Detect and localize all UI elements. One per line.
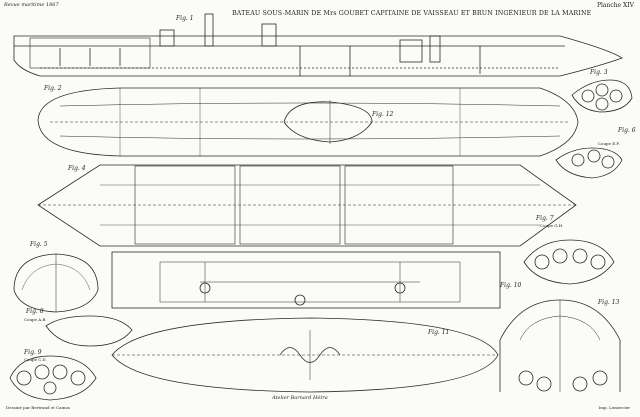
battery-cluster-drawing: [9, 355, 97, 401]
half-section-drawing: [45, 315, 133, 347]
engraver-credit: Dessiné par Bertrand et Camus: [6, 405, 70, 410]
figure-label: Fig. 2: [44, 85, 62, 92]
battery-cluster-drawing: [518, 370, 608, 392]
machinery-elevation-drawing: [111, 251, 501, 309]
figure-label: Fig. 3: [590, 69, 608, 76]
plate-title: BATEAU SOUS-MARIN DE Mrs GOUBET CAPITAIN…: [232, 10, 592, 17]
section-caption: Coupe G.H.: [540, 223, 564, 228]
printer-credit: Imp. Lemercier: [598, 405, 630, 410]
battery-cluster-drawing: [555, 147, 623, 179]
figure-label: Fig. 13: [598, 299, 620, 306]
figure-label: Fig. 11: [428, 329, 450, 336]
longitudinal-section-drawing: [13, 13, 623, 77]
figure-label: Fig. 7: [536, 215, 554, 222]
section-caption: Coupe E.F.: [598, 141, 620, 146]
figure-label: Fig. 6: [618, 127, 636, 134]
midship-section-drawing: [13, 253, 99, 313]
hull-underbody-drawing: [111, 317, 499, 393]
figure-label: Fig. 8: [26, 308, 44, 315]
transverse-section-drawing: [499, 299, 621, 392]
plan-view-drawing: [37, 164, 577, 247]
figure-label: Fig. 4: [68, 165, 86, 172]
battery-cluster-drawing: [523, 239, 615, 285]
plate-number: Planche XIV: [596, 2, 634, 9]
figure-label: Fig. 5: [30, 241, 48, 248]
figure-label: Fig. 12: [372, 111, 394, 118]
section-caption: Coupe A.B.: [24, 317, 47, 322]
section-caption: Coupe C.D.: [24, 357, 47, 362]
hull-elevation-drawing: [37, 87, 579, 157]
figure-label: Fig. 1: [176, 15, 194, 22]
figure-label: Fig. 9: [24, 349, 42, 356]
corner-note: Revue maritime 1867: [4, 2, 59, 8]
plate-footer: Atelier Barnard Hétra: [272, 395, 328, 401]
figure-label: Fig. 10: [500, 282, 522, 289]
battery-cluster-drawing: [571, 79, 633, 113]
